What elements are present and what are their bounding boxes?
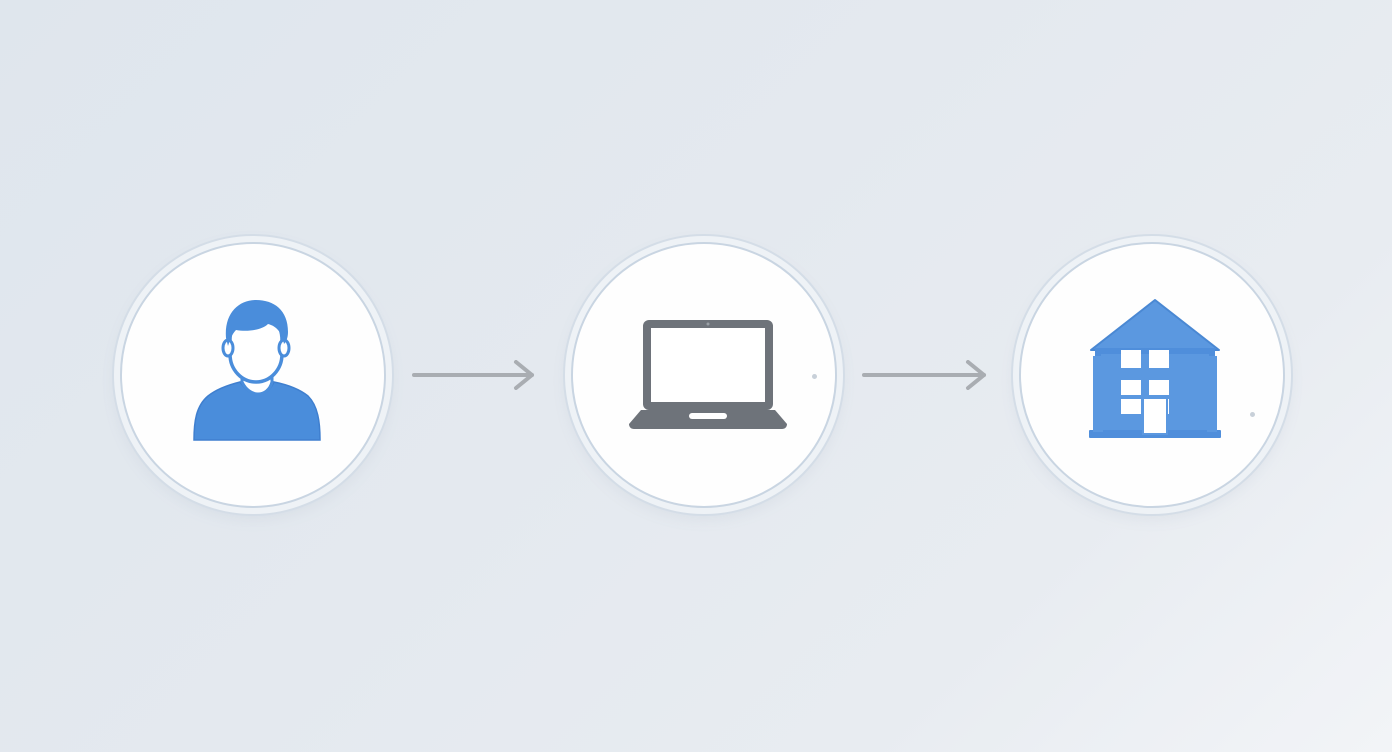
laptop-icon bbox=[629, 320, 787, 429]
decorative-dot bbox=[1250, 412, 1255, 417]
building-node bbox=[1019, 242, 1285, 508]
person-icon bbox=[193, 300, 321, 441]
decorative-dot bbox=[812, 374, 817, 379]
building-icon bbox=[1089, 299, 1221, 438]
user-node bbox=[120, 242, 386, 508]
laptop-node bbox=[571, 242, 837, 508]
arrow-right-icon bbox=[862, 360, 986, 390]
arrow-right-icon bbox=[412, 360, 534, 390]
